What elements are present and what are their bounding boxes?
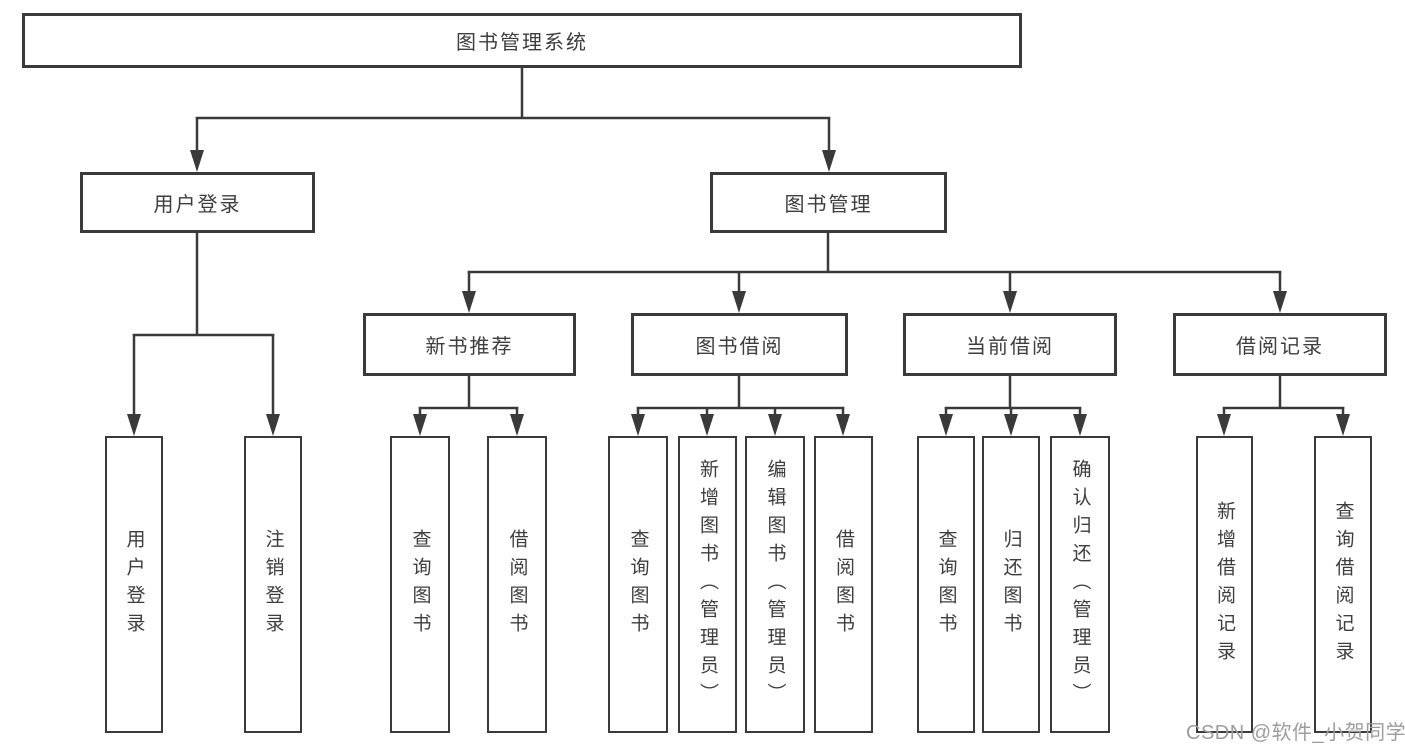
- leaf-query-books-current: 查询图书: [917, 436, 975, 733]
- node-library-management-system: 图书管理系统: [22, 13, 1022, 68]
- leaf-label: 注销登录: [262, 528, 284, 641]
- leaf-label: 确认归还（管理员）: [1069, 458, 1091, 711]
- leaf-borrow-books: 借阅图书: [814, 436, 873, 733]
- node-label: 当前借阅: [966, 336, 1054, 358]
- node-label: 图书借阅: [695, 336, 784, 358]
- leaf-label: 查询图书: [409, 528, 431, 641]
- leaf-add-borrow-record: 新增借阅记录: [1196, 436, 1253, 733]
- csdn-watermark: CSDN @软件_小贺同学: [1186, 722, 1405, 744]
- leaf-borrow-books-recommend: 借阅图书: [487, 436, 547, 733]
- node-label: 用户登录: [153, 194, 242, 216]
- arrowheads: [127, 150, 1350, 436]
- leaf-query-books-borrow: 查询图书: [608, 436, 668, 733]
- node-label: 借阅记录: [1236, 336, 1324, 358]
- leaf-label: 查询图书: [935, 528, 957, 641]
- leaf-query-borrow-record: 查询借阅记录: [1314, 436, 1372, 733]
- leaf-logout: 注销登录: [244, 436, 302, 733]
- node-borrow-record: 借阅记录: [1173, 313, 1387, 376]
- leaf-label: 新增图书（管理员）: [697, 458, 718, 711]
- node-label: 图书管理系统: [456, 32, 588, 54]
- node-user-login: 用户登录: [80, 172, 315, 233]
- leaf-label: 编辑图书（管理员）: [764, 458, 786, 711]
- leaf-label: 借阅图书: [833, 528, 854, 641]
- leaf-label: 新增借阅记录: [1214, 500, 1235, 669]
- leaf-label: 归还图书: [1000, 528, 1022, 641]
- node-label: 新书推荐: [425, 336, 514, 358]
- node-label: 图书管理: [784, 194, 873, 216]
- leaf-add-book-admin: 新增图书（管理员）: [678, 436, 737, 733]
- leaf-label: 查询图书: [627, 528, 649, 641]
- leaf-edit-book-admin: 编辑图书（管理员）: [745, 436, 805, 733]
- leaf-query-books-recommend: 查询图书: [390, 436, 450, 733]
- leaf-return-book: 归还图书: [982, 436, 1040, 733]
- node-book-management: 图书管理: [710, 172, 947, 233]
- leaf-label: 借阅图书: [506, 528, 528, 641]
- leaf-label: 查询借阅记录: [1332, 500, 1354, 669]
- leaf-label: 用户登录: [123, 528, 145, 641]
- node-new-book-recommend: 新书推荐: [363, 313, 576, 376]
- leaf-confirm-return-admin: 确认归还（管理员）: [1050, 436, 1110, 733]
- node-current-borrow: 当前借阅: [903, 313, 1117, 376]
- leaf-user-login: 用户登录: [105, 436, 163, 733]
- node-book-borrow: 图书借阅: [631, 313, 848, 376]
